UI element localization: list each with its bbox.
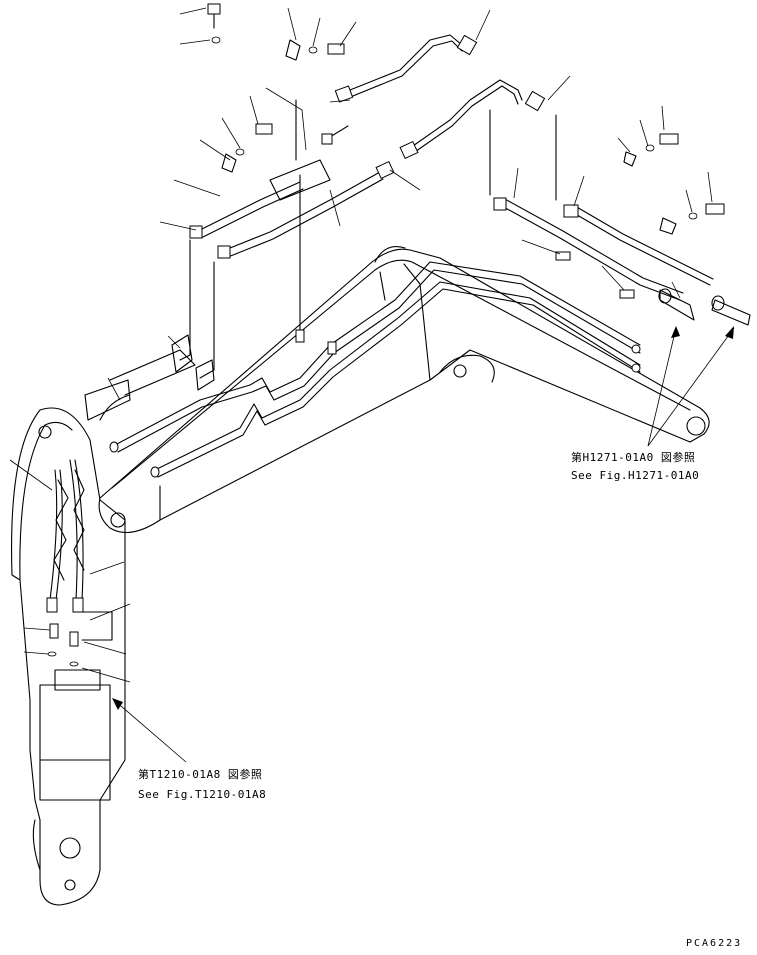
upper-pipes [171,34,546,391]
right-pipes [489,109,751,326]
boom-pipes [109,251,641,478]
arm [11,407,126,906]
fasteners [207,3,725,235]
leader-lines [9,7,735,763]
reference-h1271-ja: 第H1271-01A0 図参照 [571,451,696,464]
reference-t1210-en: See Fig.T1210-01A8 [138,788,267,801]
boom [98,246,710,534]
arm-hoses [46,349,196,667]
reference-t1210-ja: 第T1210-01A8 図参照 [138,768,263,781]
reference-h1271-en: See Fig.H1271-01A0 [571,469,700,482]
drawing-code: PCA6223 [686,938,743,949]
